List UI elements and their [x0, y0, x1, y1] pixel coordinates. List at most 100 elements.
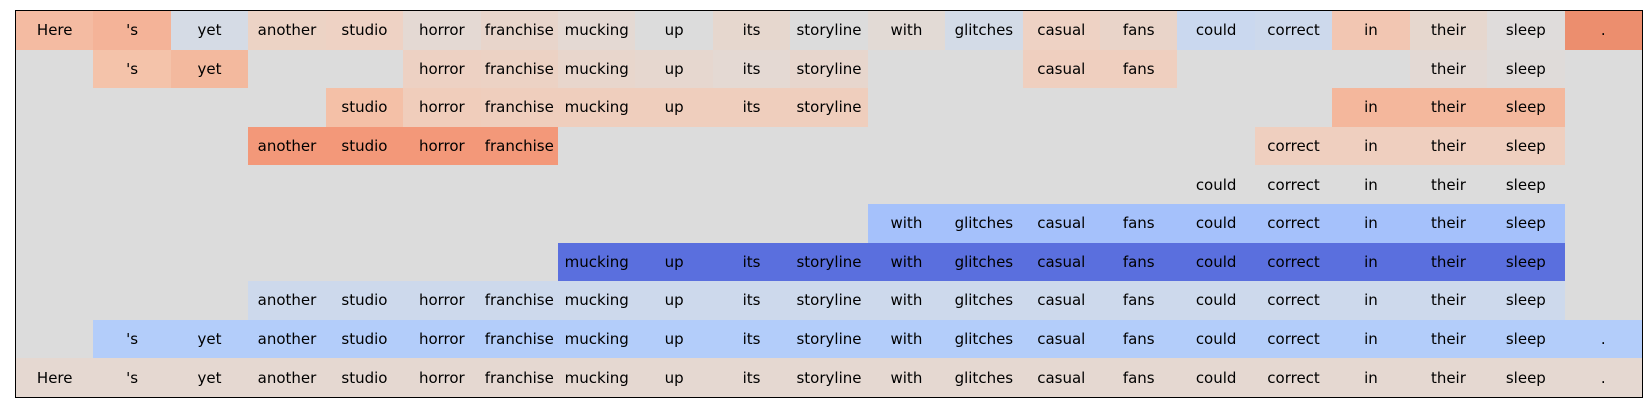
heatmap-cell: their [1409, 358, 1488, 397]
heatmap-cell: with [867, 281, 946, 320]
heatmap-cell: mucking [558, 281, 636, 320]
heatmap-cell: its [712, 358, 791, 397]
heatmap-cell: horror [403, 88, 481, 127]
heatmap-cell: casual [1022, 281, 1100, 320]
heatmap-cell: storyline [790, 358, 868, 397]
heatmap-cell: studio [325, 88, 404, 127]
heatmap-cell: in [1332, 281, 1410, 320]
heatmap-cell: sleep [1487, 281, 1565, 320]
heatmap-cell: their [1409, 88, 1488, 127]
heatmap-cell: Here [16, 358, 94, 397]
heatmap-cell: in [1332, 358, 1410, 397]
heatmap-cell: up [635, 319, 713, 359]
heatmap-cell: 's [93, 319, 171, 359]
heatmap-cell: could [1177, 281, 1255, 320]
heatmap-cell: mucking [558, 11, 636, 50]
heatmap-cell: storyline [790, 49, 868, 89]
heatmap-cell: casual [1022, 11, 1100, 50]
heatmap-cell: up [635, 242, 713, 282]
heatmap-cell: . [1564, 11, 1642, 50]
heatmap-cell: their [1409, 319, 1488, 359]
heatmap-cell: mucking [558, 88, 636, 127]
heatmap-cell: its [712, 11, 791, 50]
heatmap-cell: franchise [480, 281, 558, 320]
heatmap-cell: in [1332, 242, 1410, 282]
heatmap-cell: with [867, 242, 946, 282]
heatmap-cell: horror [403, 319, 481, 359]
heatmap-cell: studio [325, 126, 404, 166]
heatmap-cell: correct [1254, 11, 1333, 50]
heatmap-cell: studio [325, 281, 404, 320]
heatmap-cell: its [712, 281, 791, 320]
heatmap-cell: storyline [790, 242, 868, 282]
heatmap-cell: franchise [480, 88, 558, 127]
heatmap-cell: their [1409, 165, 1488, 204]
heatmap-cell: fans [1100, 204, 1178, 243]
heatmap-cell: could [1177, 319, 1255, 359]
heatmap-cell: mucking [558, 242, 636, 282]
heatmap-cell: with [867, 358, 946, 397]
heatmap-cell: yet [170, 319, 249, 359]
heatmap-cell: studio [325, 11, 404, 50]
heatmap-cell: their [1409, 281, 1488, 320]
heatmap-cell: fans [1100, 319, 1178, 359]
heatmap-cell: franchise [480, 358, 558, 397]
heatmap-cell: glitches [945, 319, 1023, 359]
heatmap-cell: glitches [945, 11, 1023, 50]
heatmap-cell: storyline [790, 11, 868, 50]
heatmap-cell: could [1177, 11, 1255, 50]
heatmap-cell: up [635, 358, 713, 397]
heatmap-cell: yet [170, 358, 249, 397]
heatmap-cell: storyline [790, 281, 868, 320]
heatmap-cell: correct [1254, 242, 1333, 282]
heatmap-cell: fans [1100, 358, 1178, 397]
heatmap-cell: correct [1254, 204, 1333, 243]
heatmap-cell: sleep [1487, 165, 1565, 204]
heatmap-cell: in [1332, 126, 1410, 166]
heatmap-cell: . [1564, 358, 1642, 397]
heatmap-cell: studio [325, 358, 404, 397]
heatmap-cell: sleep [1487, 88, 1565, 127]
heatmap-cell: in [1332, 319, 1410, 359]
heatmap-cell: sleep [1487, 242, 1565, 282]
heatmap-cell: could [1177, 204, 1255, 243]
heatmap-cell: fans [1100, 11, 1178, 50]
heatmap-cell: fans [1100, 281, 1178, 320]
heatmap-cell: . [1564, 319, 1642, 359]
heatmap-cell: with [867, 11, 946, 50]
heatmap-cell: its [712, 319, 791, 359]
heatmap-cell: up [635, 49, 713, 89]
heatmap-cell: sleep [1487, 126, 1565, 166]
heatmap-cell: in [1332, 11, 1410, 50]
heatmap-cell: their [1409, 49, 1488, 89]
heatmap-cell: fans [1100, 49, 1178, 89]
heatmap-cell: storyline [790, 319, 868, 359]
heatmap-cell: another [248, 11, 326, 50]
heatmap-cell: its [712, 242, 791, 282]
heatmap-cell: up [635, 11, 713, 50]
heatmap-cell: casual [1022, 242, 1100, 282]
heatmap-cell: its [712, 88, 791, 127]
heatmap-cell: with [867, 319, 946, 359]
heatmap-cell: another [248, 358, 326, 397]
heatmap-cell: franchise [480, 49, 558, 89]
heatmap-cell: could [1177, 358, 1255, 397]
heatmap-cell: correct [1254, 165, 1333, 204]
heatmap-cell: up [635, 281, 713, 320]
heatmap-cell: in [1332, 165, 1410, 204]
heatmap-cell: horror [403, 126, 481, 166]
heatmap-cell: sleep [1487, 358, 1565, 397]
heatmap-cell: yet [170, 49, 249, 89]
heatmap-cell: another [248, 281, 326, 320]
heatmap-cell: sleep [1487, 319, 1565, 359]
heatmap-cell: casual [1022, 358, 1100, 397]
heatmap-cell: casual [1022, 49, 1100, 89]
heatmap-cell: franchise [480, 126, 558, 166]
heatmap-cell: storyline [790, 88, 868, 127]
heatmap-cell: mucking [558, 49, 636, 89]
heatmap-cell: 's [93, 358, 171, 397]
heatmap-cell: horror [403, 49, 481, 89]
heatmap-cell: their [1409, 204, 1488, 243]
heatmap-cell: its [712, 49, 791, 89]
